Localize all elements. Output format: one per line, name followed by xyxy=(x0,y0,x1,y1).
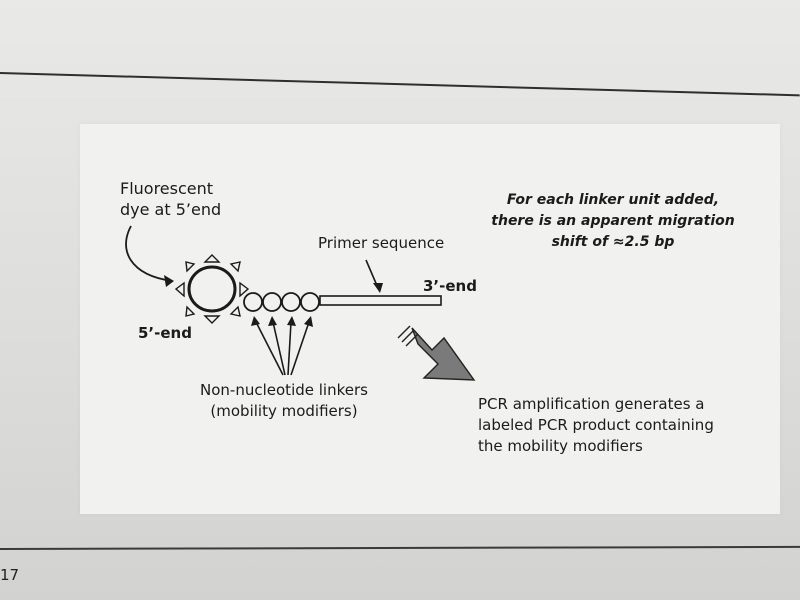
linkers-label: Non-nucleotide linkers (mobility modifie… xyxy=(200,381,368,420)
figure-slide xyxy=(80,124,780,514)
block-arrow-icon xyxy=(397,325,476,381)
fluorescent-dye-sun-icon xyxy=(174,254,250,324)
page-number: 17 xyxy=(0,566,20,584)
three-prime-end-label: 3’-end xyxy=(423,277,477,295)
linker-bead-icon xyxy=(281,292,301,312)
five-prime-end-label: 5’-end xyxy=(138,324,192,342)
dye-pointer-arrow xyxy=(125,225,173,282)
linker-bead-icon xyxy=(300,292,320,312)
primer-strand xyxy=(319,295,442,306)
pcr-note: PCR amplification generates a labeled PC… xyxy=(478,395,714,455)
primer-pointer-arrowhead xyxy=(373,283,383,293)
dye-pointer-arrowhead xyxy=(164,275,174,287)
linker-bead-icon xyxy=(262,292,282,312)
fluorescent-dye-label: Fluorescent dye at 5’end xyxy=(120,179,222,219)
linker-pointer-arrows xyxy=(251,316,313,376)
primer-sequence-label: Primer sequence xyxy=(318,234,445,252)
linker-bead-icon xyxy=(243,292,263,312)
migration-shift-note: For each linker unit added, there is an … xyxy=(491,192,735,250)
linker-beads xyxy=(243,292,320,312)
